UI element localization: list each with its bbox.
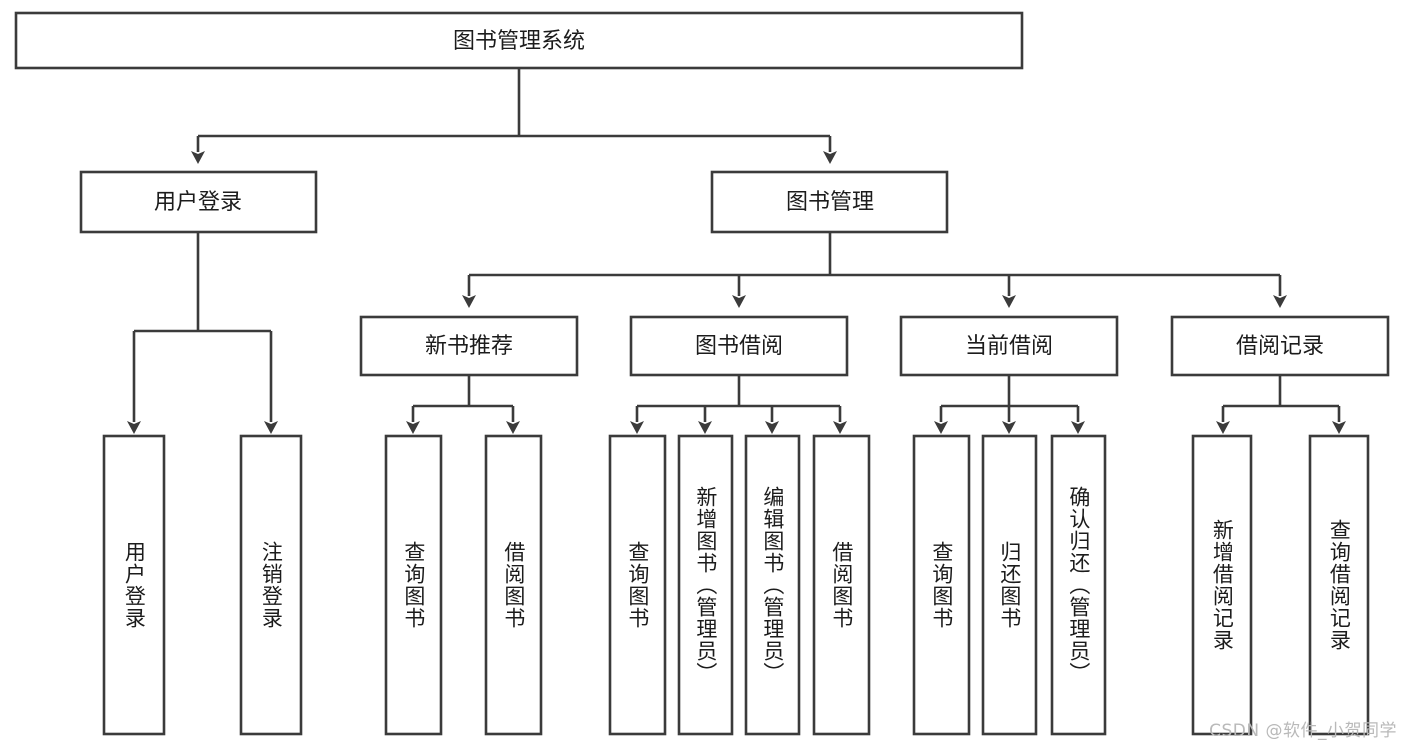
leaf-box-add-borrow-record[interactable] bbox=[1191, 434, 1253, 736]
watermark-text: CSDN @软件_小贺同学 bbox=[1209, 721, 1397, 741]
leaf-box-confirm-return-admin[interactable] bbox=[1050, 434, 1107, 736]
leaf-box-return-books[interactable] bbox=[981, 434, 1038, 736]
leaf-box-borrow-books-2[interactable] bbox=[812, 434, 871, 736]
node-new-book-recommend-label: 新书推荐 bbox=[425, 334, 513, 359]
node-current-borrow-box[interactable] bbox=[899, 315, 1119, 377]
leaf-box-logout[interactable] bbox=[239, 434, 303, 736]
leaf-box-edit-book-admin[interactable] bbox=[744, 434, 801, 736]
node-book-manage[interactable]: 图书管理 bbox=[710, 170, 949, 234]
node-new-book-recommend-box[interactable] bbox=[359, 315, 579, 377]
leaf-box-query-books-1[interactable] bbox=[384, 434, 443, 736]
node-current-borrow[interactable]: 当前借阅 bbox=[899, 315, 1119, 377]
node-book-borrow-box[interactable] bbox=[629, 315, 849, 377]
node-book-manage-label: 图书管理 bbox=[786, 190, 874, 215]
node-user-login[interactable]: 用户登录 bbox=[79, 170, 318, 234]
node-borrow-records-box[interactable] bbox=[1170, 315, 1390, 377]
leaf-box-user-login[interactable] bbox=[102, 434, 166, 736]
leaf-box-query-books-3[interactable] bbox=[912, 434, 971, 736]
node-root-label: 图书管理系统 bbox=[453, 29, 585, 54]
node-user-login-label: 用户登录 bbox=[154, 190, 242, 215]
node-borrow-records-label: 借阅记录 bbox=[1236, 334, 1324, 359]
node-borrow-records[interactable]: 借阅记录 bbox=[1170, 315, 1390, 377]
leaf-box-query-books-2[interactable] bbox=[608, 434, 667, 736]
node-root[interactable]: 图书管理系统 bbox=[14, 11, 1024, 70]
leaf-box-query-borrow-record[interactable] bbox=[1308, 434, 1370, 736]
node-root-box[interactable] bbox=[14, 11, 1024, 70]
node-book-borrow[interactable]: 图书借阅 bbox=[629, 315, 849, 377]
node-current-borrow-label: 当前借阅 bbox=[965, 334, 1053, 359]
node-new-book-recommend[interactable]: 新书推荐 bbox=[359, 315, 579, 377]
leaf-box-borrow-books-1[interactable] bbox=[484, 434, 543, 736]
node-book-borrow-label: 图书借阅 bbox=[695, 334, 783, 359]
node-book-manage-box[interactable] bbox=[710, 170, 949, 234]
leaf-box-add-book-admin[interactable] bbox=[677, 434, 734, 736]
